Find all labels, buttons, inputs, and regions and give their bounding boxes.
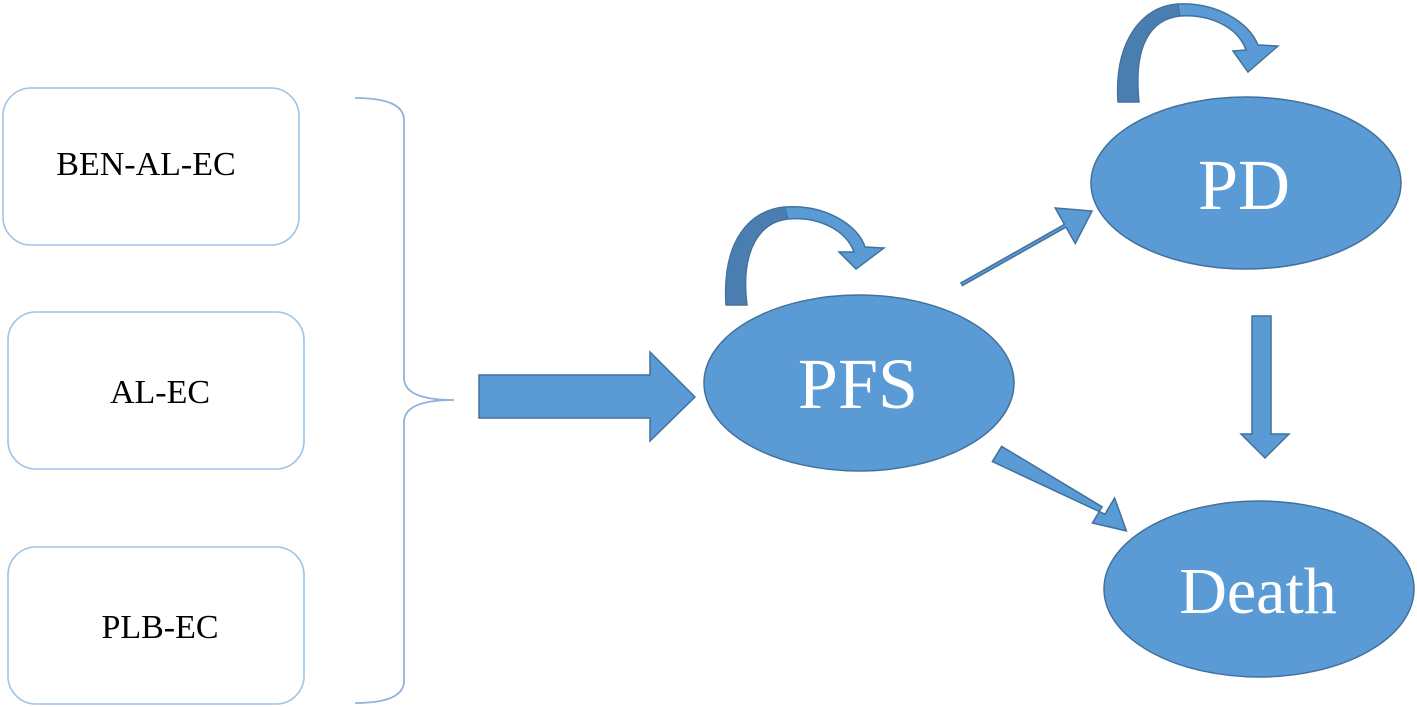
arrow-pfs-to-death bbox=[991, 445, 1128, 532]
treatment-label-al-ec: AL-EC bbox=[110, 374, 210, 411]
loop-arrow-pfs bbox=[724, 206, 887, 306]
arrow-pd-to-death bbox=[1239, 315, 1291, 460]
treatment-box-ben-al-ec: BEN-AL-EC bbox=[2, 87, 300, 246]
arrow-pfs-to-pd bbox=[959, 207, 1094, 287]
state-pd: PD bbox=[1090, 96, 1402, 270]
treatment-label-plb-ec: PLB-EC bbox=[101, 609, 218, 646]
state-label-pfs: PFS bbox=[798, 344, 918, 424]
treatment-box-al-ec: AL-EC bbox=[7, 311, 305, 470]
treatment-label-ben-al-ec: BEN-AL-EC bbox=[56, 146, 235, 183]
loop-arrow-pd bbox=[1116, 3, 1280, 103]
state-pfs: PFS bbox=[703, 294, 1015, 472]
state-label-pd: PD bbox=[1198, 145, 1290, 225]
state-label-death: Death bbox=[1179, 555, 1337, 628]
treatment-box-plb-ec: PLB-EC bbox=[7, 546, 305, 705]
state-death: Death bbox=[1103, 500, 1415, 678]
grouping-bracket bbox=[354, 97, 455, 704]
entry-arrow bbox=[478, 350, 697, 443]
